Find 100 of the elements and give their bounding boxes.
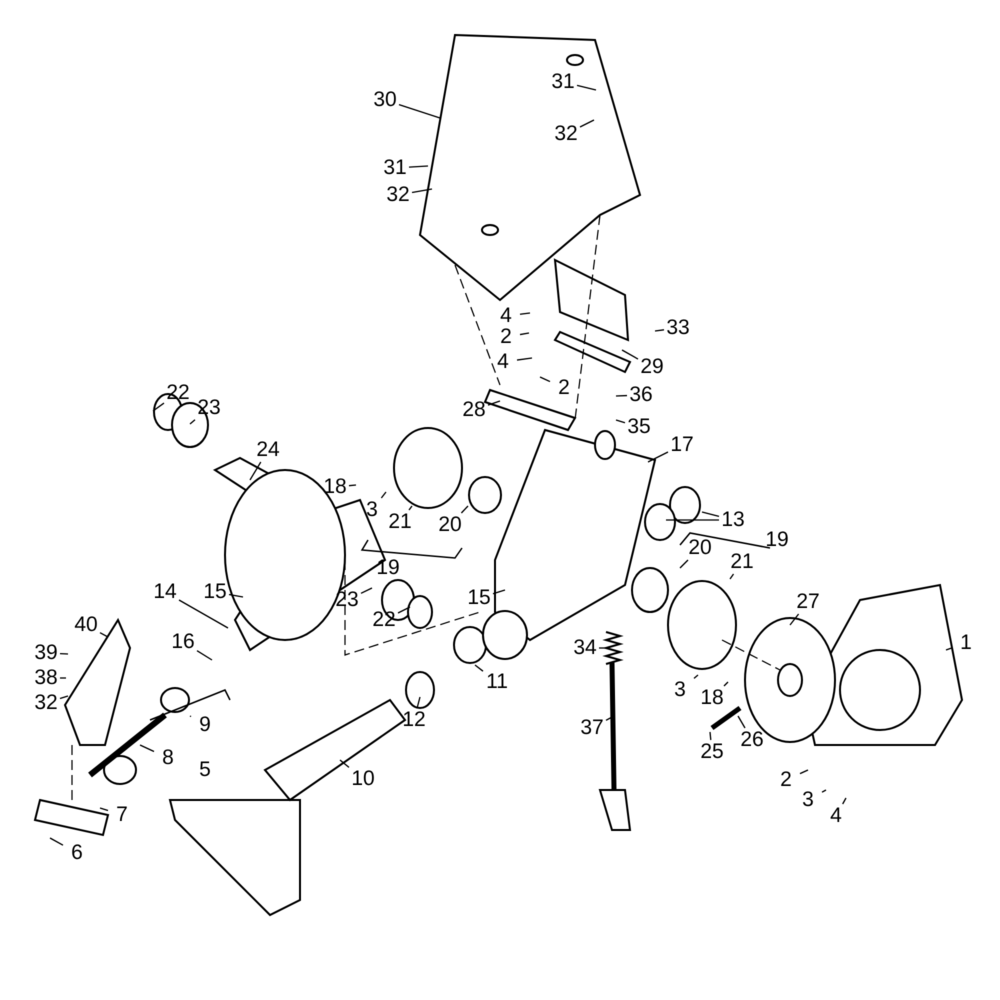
- leader-line: [228, 594, 244, 598]
- callout-number: 40: [73, 614, 99, 636]
- leader-line: [654, 329, 664, 332]
- leader-line: [474, 664, 484, 672]
- leader-line: [800, 769, 808, 774]
- leader-line: [616, 394, 628, 397]
- leader-line: [709, 732, 712, 740]
- callout-number: 4: [493, 305, 519, 327]
- callout-number: 33: [665, 317, 691, 339]
- callout-number: 3: [359, 499, 385, 521]
- leader-line: [60, 677, 66, 679]
- leader-line: [666, 519, 719, 521]
- callout-number: 35: [626, 416, 652, 438]
- leader-line: [140, 744, 154, 752]
- callout-number: 5: [198, 759, 212, 781]
- callout-number: 3: [667, 679, 693, 701]
- leader-line: [576, 84, 596, 91]
- callout-number: 8: [155, 747, 181, 769]
- callout-number: 6: [64, 842, 90, 864]
- callout-number: 1: [953, 632, 979, 654]
- leader-line: [488, 400, 500, 406]
- leader-line: [540, 376, 550, 382]
- leader-line: [398, 104, 440, 119]
- callout-number: 3: [795, 789, 821, 811]
- leader-line: [360, 587, 372, 594]
- callout-number: 38: [33, 667, 59, 689]
- callout-number: 36: [628, 384, 654, 406]
- callout-number: 2: [773, 769, 799, 791]
- callout-number: 31: [550, 71, 576, 93]
- leader-line: [348, 484, 356, 486]
- leader-line: [100, 807, 108, 812]
- callout-number: 22: [165, 382, 191, 404]
- leader-line: [249, 462, 262, 480]
- callout-number: 39: [33, 642, 59, 664]
- leader-line: [416, 696, 421, 708]
- leader-line: [190, 419, 196, 424]
- callout-number: 19: [764, 529, 790, 551]
- callout-number: 7: [109, 804, 135, 826]
- callout-number: 9: [192, 714, 218, 736]
- callout-number: 21: [387, 511, 413, 533]
- callout-number: 22: [371, 609, 397, 631]
- callout-number: 30: [372, 89, 398, 111]
- leader-line: [408, 165, 428, 168]
- callout-number: 20: [687, 537, 713, 559]
- callout-number: 12: [401, 709, 427, 731]
- leader-line: [460, 506, 468, 514]
- callout-number: 2: [551, 377, 577, 399]
- callout-number: 2: [493, 326, 519, 348]
- callout-number: 17: [669, 434, 695, 456]
- callout-number: 26: [739, 729, 765, 751]
- callout-number: 37: [579, 717, 605, 739]
- leader-line: [520, 312, 530, 315]
- leader-line: [789, 614, 800, 626]
- leader-line: [729, 574, 734, 580]
- callout-number: 24: [255, 439, 281, 461]
- leader-line: [100, 632, 108, 638]
- callout-number: 15: [466, 587, 492, 609]
- leader-line: [516, 357, 532, 361]
- leader-line: [599, 647, 606, 649]
- leader-line: [380, 492, 387, 498]
- callout-number: 23: [196, 397, 222, 419]
- leader-line: [340, 760, 350, 768]
- callout-number: 19: [375, 557, 401, 579]
- leader-line: [724, 682, 728, 686]
- callout-number: 32: [33, 692, 59, 714]
- leader-line: [648, 451, 668, 463]
- callout-number: 27: [795, 591, 821, 613]
- callout-number: 10: [350, 768, 376, 790]
- leader-line: [616, 419, 626, 424]
- leader-line: [702, 511, 720, 518]
- callout-number: 32: [553, 123, 579, 145]
- leader-line: [60, 652, 68, 655]
- leader-line: [946, 647, 952, 651]
- leader-line: [520, 332, 530, 336]
- callout-number: 32: [385, 184, 411, 206]
- leader-line: [822, 789, 826, 793]
- leader-line: [152, 402, 164, 412]
- callout-number: 29: [639, 356, 665, 378]
- leader-line: [492, 589, 506, 594]
- callout-number: 18: [699, 687, 725, 709]
- leader-line: [737, 716, 746, 728]
- leader-line: [580, 119, 594, 128]
- callout-number: 11: [484, 671, 510, 693]
- callout-number: 21: [729, 551, 755, 573]
- callout-number: 28: [461, 399, 487, 421]
- callout-number: 4: [823, 805, 849, 827]
- callout-number: 20: [437, 514, 463, 536]
- leader-line: [622, 349, 638, 360]
- callout-number: 18: [322, 476, 348, 498]
- callout-number: 16: [170, 631, 196, 653]
- leader-line: [680, 560, 688, 568]
- leader-line: [412, 188, 432, 194]
- callout-number: 31: [382, 157, 408, 179]
- leader-line: [398, 606, 410, 614]
- leader-line: [842, 798, 847, 804]
- leader-line: [178, 599, 228, 629]
- callout-number: 15: [202, 581, 228, 603]
- leader-line: [694, 674, 698, 679]
- callout-number: 13: [720, 509, 746, 531]
- leader-line: [60, 695, 68, 700]
